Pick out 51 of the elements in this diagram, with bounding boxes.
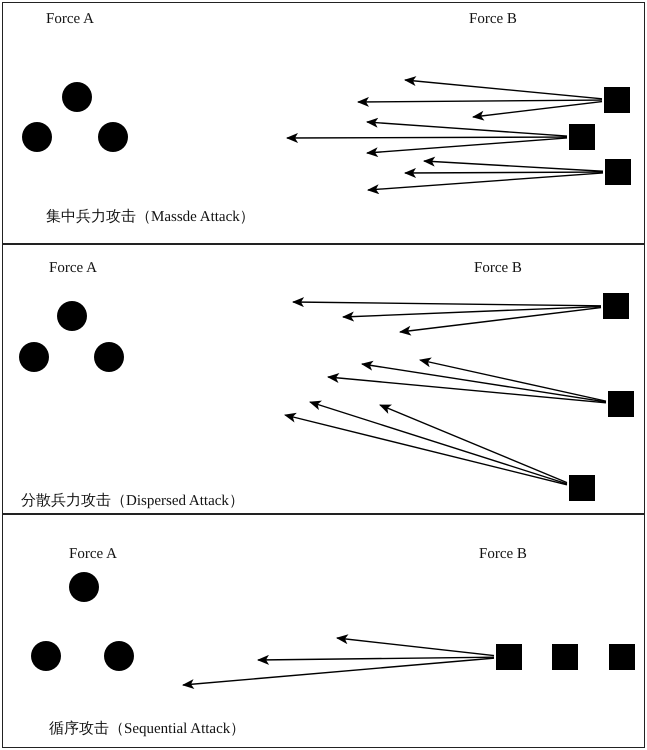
arrow <box>257 654 494 665</box>
force-label: Force B <box>479 546 527 563</box>
circle-symbol <box>22 122 52 152</box>
arrow <box>366 118 568 137</box>
diagram-panel <box>2 514 645 748</box>
square-symbol <box>552 644 578 670</box>
arrow <box>419 358 606 402</box>
arrow <box>327 373 606 404</box>
circle-symbol <box>30 640 60 670</box>
circle-symbol <box>62 82 92 112</box>
arrow <box>284 412 568 486</box>
square-symbol <box>608 390 634 416</box>
arrow <box>309 400 568 485</box>
diagram-panel <box>2 2 645 244</box>
force-label: Force B <box>469 11 517 28</box>
force-label: Force A <box>49 260 97 277</box>
force-label: Force A <box>46 11 94 28</box>
arrow <box>379 404 568 484</box>
circle-symbol <box>18 342 48 372</box>
circle-symbol <box>104 640 134 670</box>
square-symbol <box>496 644 522 670</box>
arrow <box>357 96 602 107</box>
arrow <box>366 137 568 158</box>
square-symbol <box>568 474 594 500</box>
arrow <box>367 172 604 194</box>
arrow <box>292 297 601 308</box>
arrow <box>182 657 494 690</box>
circle-symbol <box>98 122 128 152</box>
force-label: Force A <box>69 546 117 563</box>
diagram-panel <box>2 244 645 514</box>
square-symbol <box>604 86 630 112</box>
square-symbol <box>602 292 628 318</box>
circle-symbol <box>56 300 86 330</box>
square-symbol <box>604 158 630 184</box>
panel-caption: 分散兵力攻击（Dispersed Attack） <box>21 492 244 510</box>
circle-symbol <box>68 572 98 602</box>
arrow <box>399 306 602 336</box>
circle-symbol <box>94 342 124 372</box>
arrow <box>404 76 602 100</box>
arrow <box>472 100 602 121</box>
arrow <box>361 360 606 403</box>
square-symbol <box>568 124 594 150</box>
arrow <box>423 156 604 172</box>
force-label: Force B <box>474 260 522 277</box>
arrow <box>286 132 567 143</box>
arrow <box>342 306 602 322</box>
panel-caption: 集中兵力攻击（Massde Attack） <box>46 208 255 226</box>
arrow <box>336 634 494 656</box>
panel-caption: 循序攻击（Sequential Attack） <box>49 719 246 738</box>
square-symbol <box>608 644 634 670</box>
arrow <box>404 168 603 178</box>
